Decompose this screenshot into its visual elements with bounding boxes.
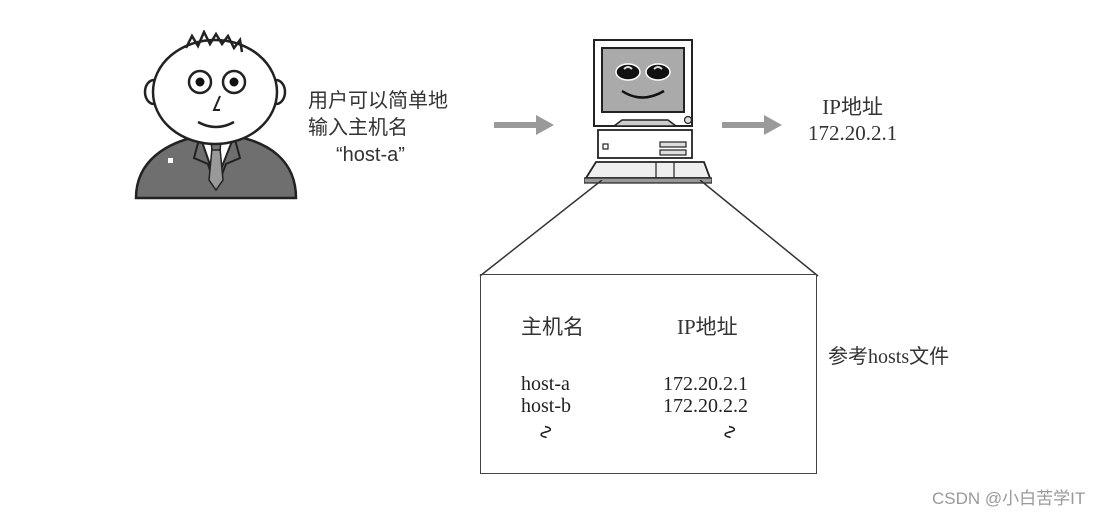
row-1-ip: 172.20.2.1	[663, 373, 748, 395]
header-ip: IP地址	[677, 315, 738, 339]
user-input-label: 用户可以简单地 输入主机名 “host-a”	[308, 88, 448, 169]
hosts-file-table: 主机名 IP地址 host-a 172.20.2.1 host-b 172.20…	[480, 274, 817, 474]
user-label-hostname: “host-a”	[336, 144, 405, 166]
arrow-right-icon	[494, 115, 554, 135]
watermark: CSDN @小白苦学IT	[932, 489, 1086, 508]
resolved-ip-value: 172.20.2.1	[808, 121, 898, 145]
resolved-ip-title: IP地址	[822, 95, 883, 119]
zoom-projection-lines	[479, 180, 819, 277]
user-person-icon	[134, 30, 298, 200]
hosts-file-caption: 参考hosts文件	[828, 346, 950, 368]
arrow-right-icon	[722, 115, 782, 135]
row-ellipsis-ip: ∿	[718, 423, 741, 441]
header-hostname: 主机名	[521, 315, 584, 339]
row-ellipsis-hostname: ∿	[534, 423, 557, 441]
user-label-line-2: 输入主机名	[308, 117, 408, 139]
user-label-line-1: 用户可以简单地	[308, 90, 448, 112]
row-1-hostname: host-a	[521, 373, 570, 395]
row-2-hostname: host-b	[521, 395, 571, 417]
computer-icon	[584, 39, 712, 184]
row-2-ip: 172.20.2.2	[663, 395, 748, 417]
resolved-ip: IP地址 172.20.2.1	[808, 94, 897, 146]
